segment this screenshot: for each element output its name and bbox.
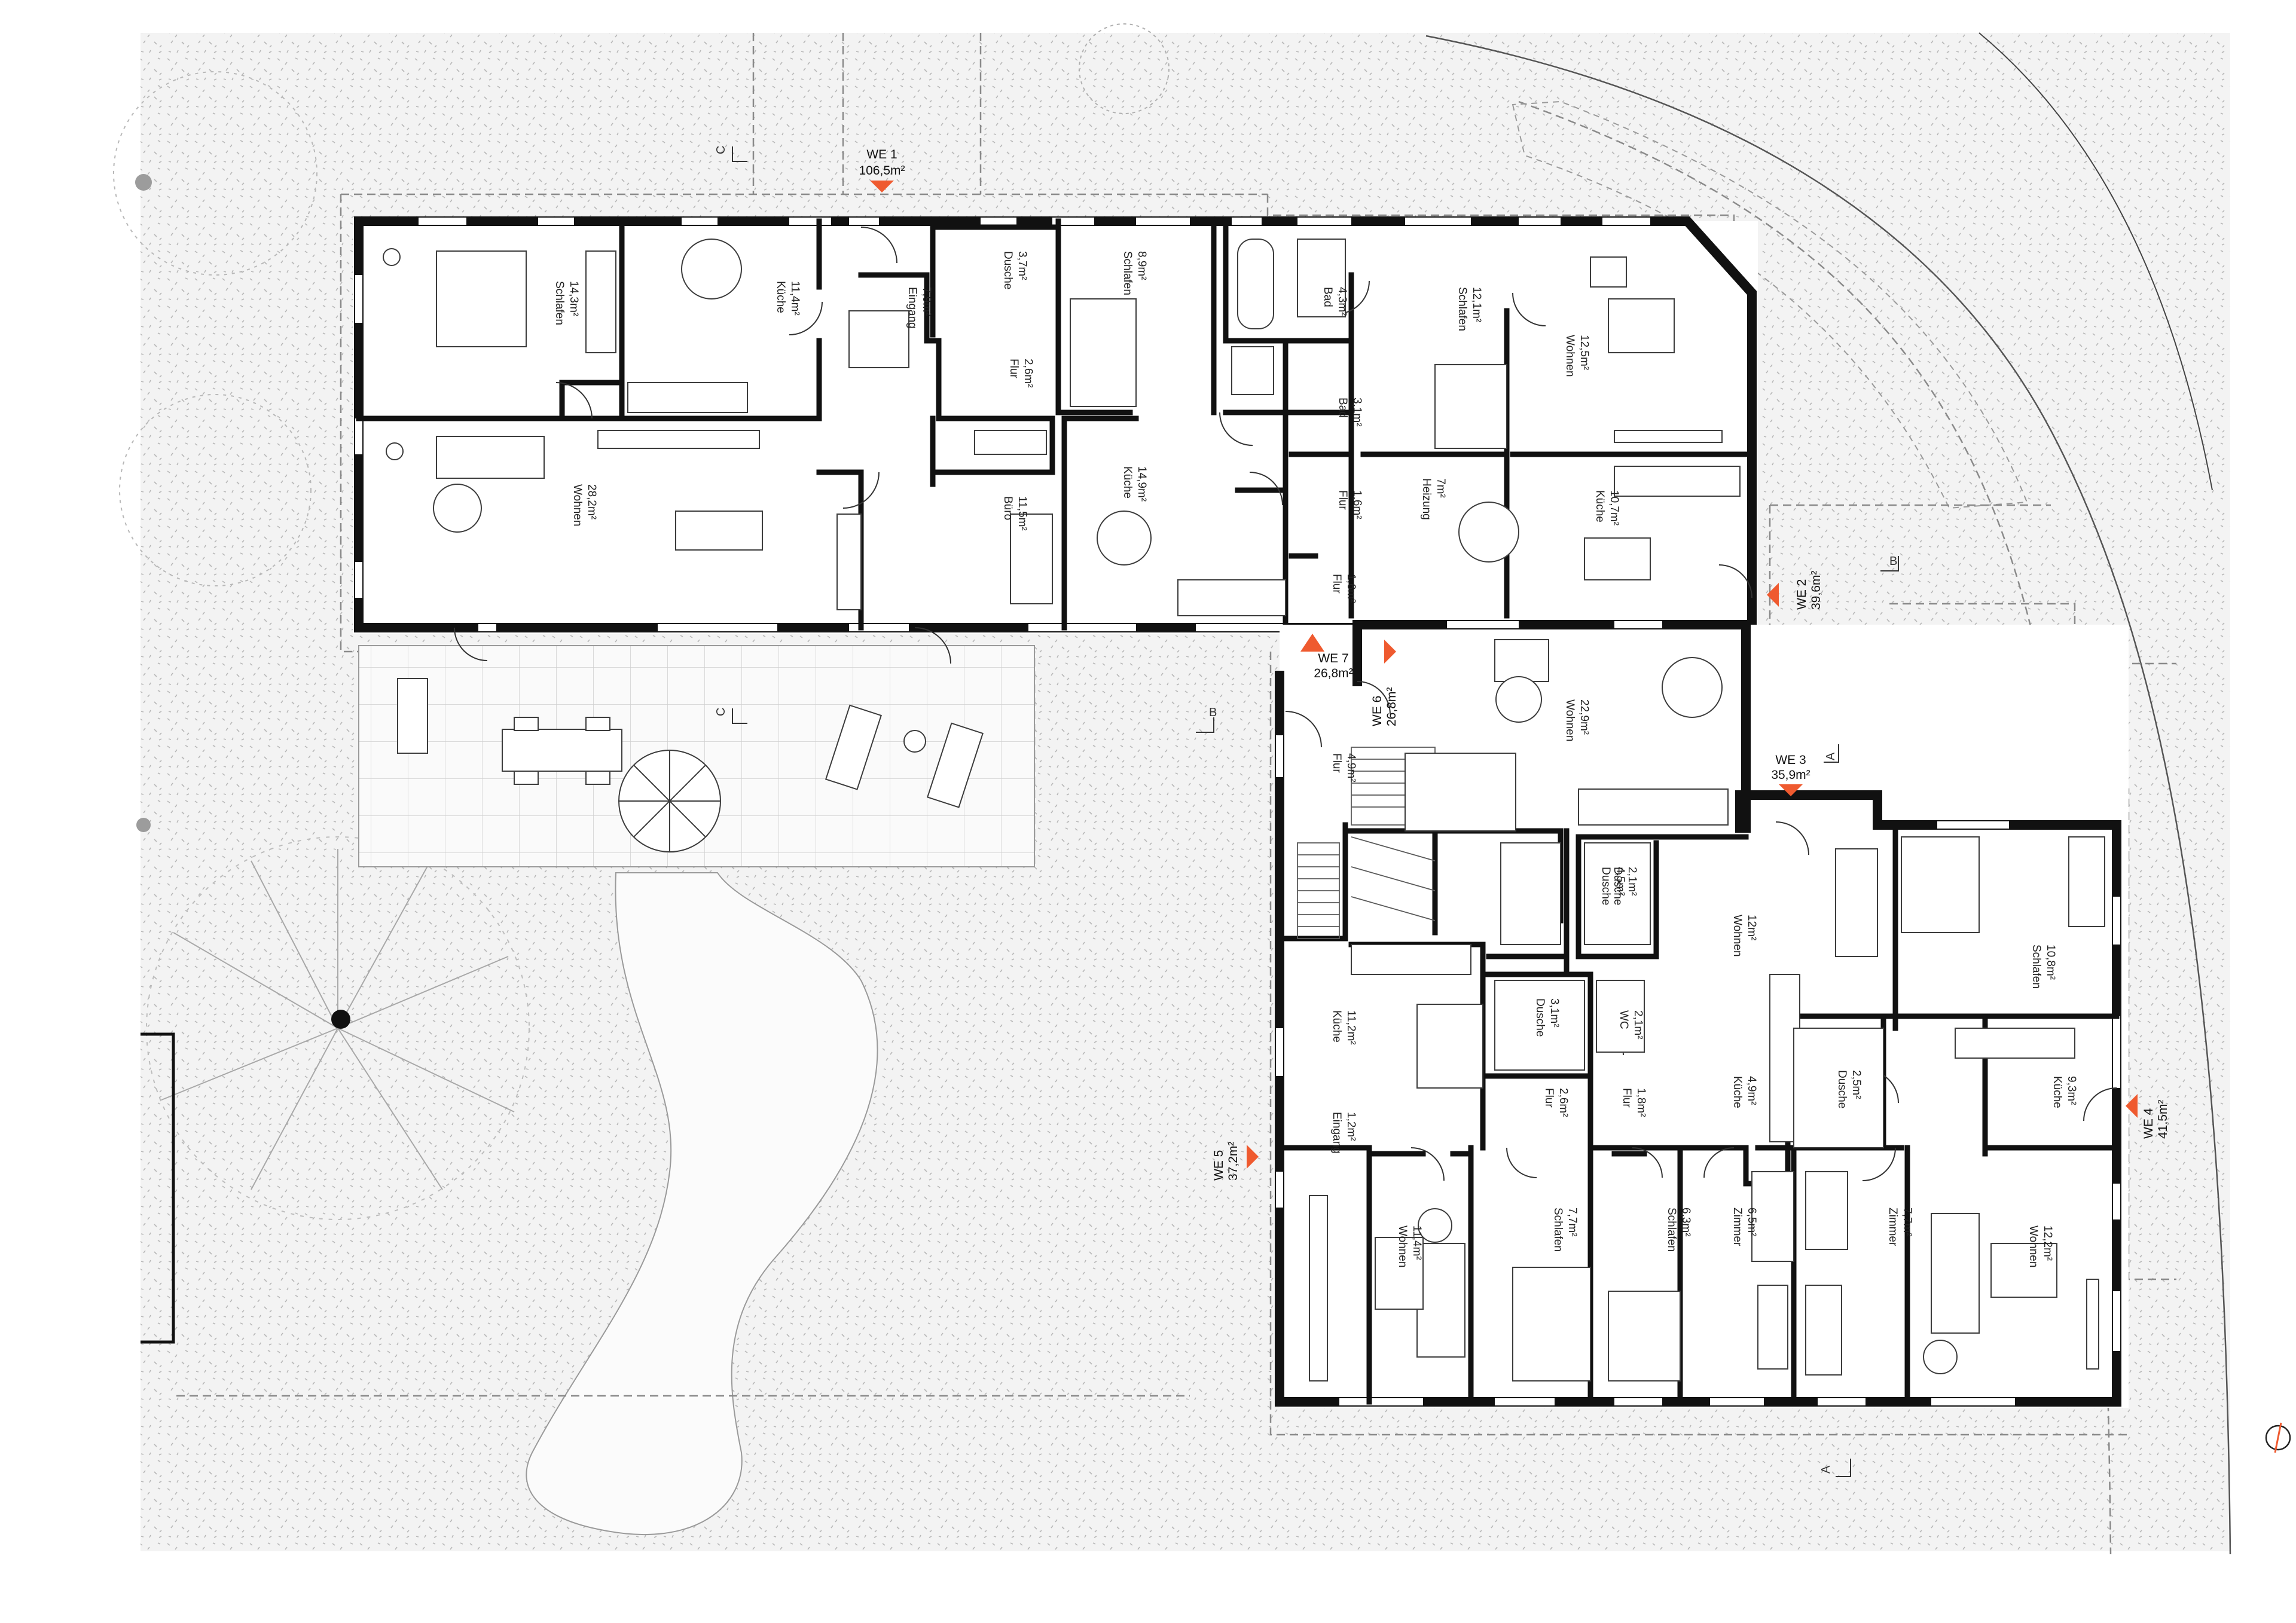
- svg-text:WE 441,5m²: WE 441,5m²: [2142, 1100, 2170, 1139]
- section-marks: C C B B A A: [715, 146, 1899, 1477]
- furniture-lower: [1309, 639, 2105, 1381]
- svg-text:A: A: [1824, 752, 1837, 760]
- section-mark-b: B B: [1196, 555, 1899, 733]
- parking-lane: [1512, 100, 2028, 509]
- building-lower: [1275, 620, 2129, 1408]
- svg-text:B: B: [1209, 706, 1217, 719]
- svg-text:A: A: [1819, 1465, 1833, 1474]
- svg-text:WE 239,6m²: WE 239,6m²: [1795, 571, 1823, 610]
- unit-we4: WE 441,5m²: [2126, 1094, 2170, 1139]
- unit-we7: WE 7 26,8m²: [1300, 634, 1353, 680]
- svg-text:C: C: [715, 708, 728, 716]
- building-upper: [353, 216, 1758, 664]
- tree-icon: [146, 836, 530, 1220]
- terrace-furniture: [397, 678, 984, 852]
- unit-marker-icon: [1300, 634, 1324, 652]
- unit-we6: WE 626,8m²: [1370, 640, 1399, 726]
- svg-text:WE 626,8m²: WE 626,8m²: [1370, 687, 1399, 726]
- svg-text:B: B: [1889, 555, 1897, 568]
- site-boundary: [1979, 32, 2213, 491]
- svg-text:C: C: [715, 146, 728, 154]
- unit-we3: WE 3 35,9m²: [1771, 753, 1810, 796]
- unit-marker-icon: [870, 181, 894, 192]
- svg-text:WE 3: WE 3: [1775, 753, 1806, 767]
- road-edge: [1425, 35, 2231, 1555]
- svg-text:WE 537,2m²: WE 537,2m²: [1212, 1142, 1240, 1181]
- unit-markers: WE 1 106,5m² WE 239,6m² WE 3 35,9m² WE 4…: [859, 148, 2170, 1181]
- unit-marker-icon: [2126, 1094, 2138, 1118]
- furniture-upper: [383, 239, 1741, 616]
- unit-we5: WE 537,2m²: [1212, 1142, 1259, 1181]
- unit-we2: WE 239,6m²: [1767, 571, 1823, 610]
- stairs: [1297, 747, 1436, 939]
- svg-text:106,5m²: 106,5m²: [859, 164, 905, 178]
- marker-dot: [135, 174, 152, 191]
- unit-marker-icon: [1767, 583, 1779, 607]
- unit-marker-icon: [1247, 1145, 1259, 1169]
- north-arrow-icon: [2265, 1422, 2291, 1453]
- unit-we1: WE 1 106,5m²: [859, 148, 905, 192]
- svg-text:WE 1: WE 1: [866, 148, 897, 161]
- svg-text:35,9m²: 35,9m²: [1771, 768, 1810, 782]
- shrub-icon: [113, 23, 1170, 586]
- garden-path: [526, 872, 878, 1536]
- section-mark-c: C C: [715, 146, 747, 724]
- svg-text:WE 7: WE 7: [1318, 652, 1348, 665]
- unit-marker-icon: [1384, 640, 1396, 664]
- svg-text:26,8m²: 26,8m²: [1314, 667, 1352, 680]
- unit-marker-icon: [1779, 784, 1803, 796]
- marker-dot: [136, 818, 151, 832]
- section-mark-a: A A: [1819, 744, 1851, 1477]
- neighbour-building: [141, 1032, 175, 1344]
